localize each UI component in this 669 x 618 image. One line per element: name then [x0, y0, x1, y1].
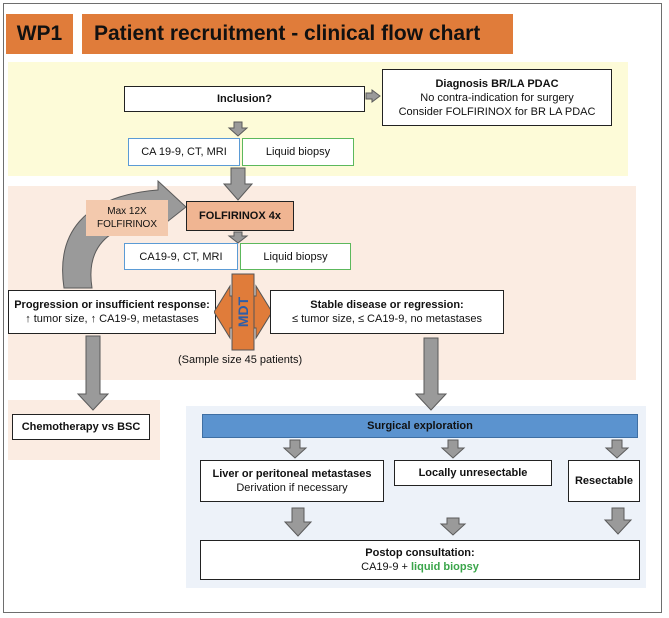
- progression-box: Progression or insufficient response: ↑ …: [8, 290, 216, 334]
- stable-title: Stable disease or regression:: [310, 299, 464, 311]
- stable-box: Stable disease or regression: ≤ tumor si…: [270, 290, 504, 334]
- locally-unresectable-box: Locally unresectable: [394, 460, 552, 486]
- mdt-text: MDT: [235, 296, 251, 328]
- progression-detail: ↑ tumor size, ↑ CA19-9, metastases: [25, 313, 199, 325]
- arrow-to-unresectable: [440, 439, 466, 459]
- postop-line: CA19-9 + liquid biopsy: [361, 560, 479, 574]
- folfirinox-text: FOLFIRINOX 4x: [199, 210, 281, 222]
- inclusion-text: Inclusion?: [217, 93, 272, 105]
- chemotherapy-box: Chemotherapy vs BSC: [12, 414, 150, 440]
- chemotherapy-text: Chemotherapy vs BSC: [21, 421, 141, 433]
- header-code: WP1: [6, 14, 73, 54]
- surgical-exploration-bar: Surgical exploration: [202, 414, 638, 438]
- arrow-to-resectable: [604, 439, 630, 459]
- liver-detail: Derivation if necessary: [236, 482, 348, 494]
- liquid-biopsy-text-1: Liquid biopsy: [265, 146, 331, 158]
- postop-prefix: CA19-9 +: [361, 561, 411, 573]
- diagnosis-line3: Consider FOLFIRINOX for BR LA PDAC: [398, 105, 596, 118]
- arrow-tests-down: [222, 167, 254, 201]
- arrow-to-liver: [282, 439, 308, 459]
- diagnosis-line1: Diagnosis BR/LA PDAC: [435, 77, 559, 90]
- diagnosis-line2: No contra-indication for surgery: [420, 91, 574, 104]
- imaging-tests-text-1: CA 19-9, CT, MRI: [141, 146, 227, 158]
- diagnosis-box: Diagnosis BR/LA PDAC No contra-indicatio…: [382, 69, 612, 126]
- header-code-text: WP1: [16, 22, 63, 45]
- arrow-folfirinox-down: [227, 231, 249, 244]
- arrow-inclusion-down: [227, 121, 249, 137]
- progression-title: Progression or insufficient response:: [14, 299, 210, 311]
- max-line2: FOLFIRINOX: [96, 219, 157, 230]
- arrow-liver-to-postop: [283, 507, 313, 537]
- imaging-tests-box-1: CA 19-9, CT, MRI: [128, 138, 240, 166]
- header-title: Patient recruitment - clinical flow char…: [82, 14, 513, 54]
- max-line1: Max 12X: [107, 206, 147, 217]
- arrow-resectable-to-postop: [603, 507, 633, 535]
- outer-frame: [3, 3, 662, 613]
- liquid-biopsy-box-2: Liquid biopsy: [240, 243, 351, 270]
- arrow-unresectable-to-postop: [439, 517, 467, 536]
- stable-detail: ≤ tumor size, ≤ CA19-9, no metastases: [292, 313, 482, 325]
- postop-liquid-biopsy: liquid biopsy: [411, 561, 479, 573]
- arrow-stable-down: [414, 337, 448, 411]
- resectable-box: Resectable: [568, 460, 640, 502]
- imaging-tests-box-2: CA19-9, CT, MRI: [124, 243, 238, 270]
- mdt-label: MDT: [231, 294, 255, 330]
- liquid-biopsy-box-1: Liquid biopsy: [242, 138, 354, 166]
- resectable-text: Resectable: [574, 475, 634, 487]
- liver-title: Liver or peritoneal metastases: [212, 468, 372, 480]
- postop-consultation-box: Postop consultation: CA19-9 + liquid bio…: [200, 540, 640, 580]
- mdt-double-arrow: [214, 273, 272, 351]
- header-title-text: Patient recruitment - clinical flow char…: [94, 22, 481, 45]
- liver-metastases-box: Liver or peritoneal metastases Derivatio…: [200, 460, 384, 502]
- surgical-exploration-text: Surgical exploration: [367, 420, 473, 432]
- imaging-tests-text-2: CA19-9, CT, MRI: [139, 250, 223, 263]
- inclusion-box: Inclusion?: [124, 86, 365, 112]
- arrow-progression-down: [76, 335, 110, 411]
- postop-title: Postop consultation:: [365, 547, 475, 559]
- locally-unresectable-text: Locally unresectable: [418, 467, 528, 479]
- max-folfirinox-box: Max 12X FOLFIRINOX: [86, 200, 168, 236]
- arrow-diagnosis-to-inclusion: [365, 89, 381, 103]
- liquid-biopsy-text-2: Liquid biopsy: [263, 250, 328, 263]
- sample-size-text: (Sample size 45 patients): [178, 354, 303, 366]
- folfirinox-box: FOLFIRINOX 4x: [186, 201, 294, 231]
- sample-size-note: (Sample size 45 patients): [178, 354, 302, 366]
